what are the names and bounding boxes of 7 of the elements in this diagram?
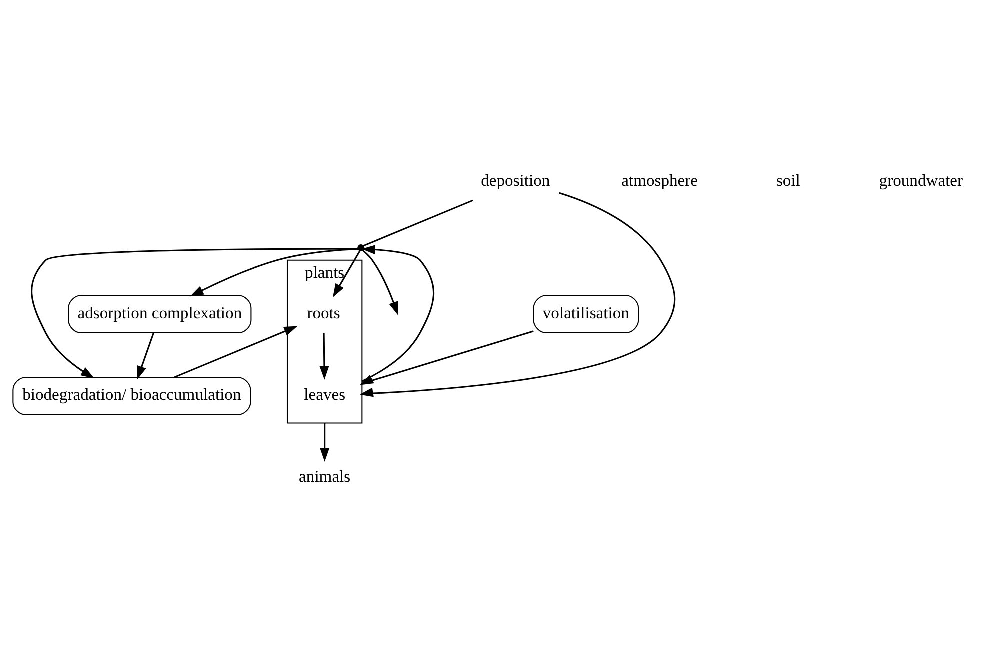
node-text: deposition [481, 170, 550, 190]
label: atmosphere [622, 170, 698, 190]
node-text: animals [299, 466, 351, 486]
label: soil [776, 170, 800, 190]
node-text: roots [307, 302, 340, 322]
node-text: leaves [304, 384, 346, 404]
label: groundwater [879, 170, 964, 190]
